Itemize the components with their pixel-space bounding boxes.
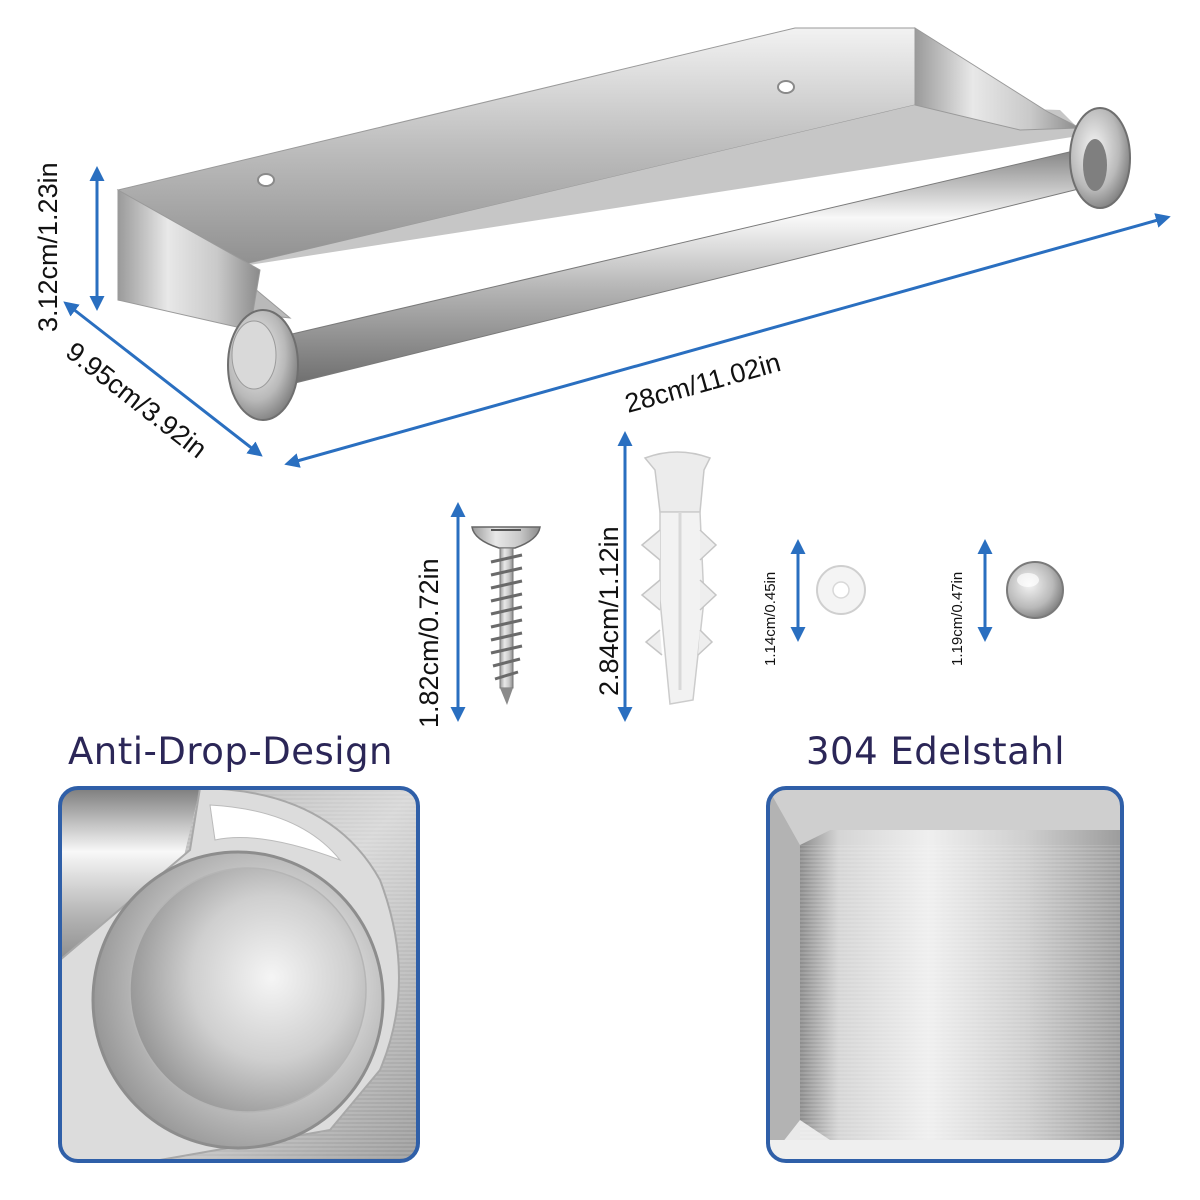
steel-caption: 304 Edelstahl <box>806 730 1065 773</box>
length-arrow <box>284 213 1171 468</box>
edelstahl-frame <box>766 786 1124 1163</box>
mounting-hole <box>257 173 275 187</box>
decorative-cap <box>1006 561 1064 619</box>
mounting-hole <box>777 80 795 94</box>
washer <box>816 565 866 615</box>
anti-drop-caption: Anti-Drop-Design <box>68 730 394 773</box>
anti-drop-frame <box>58 786 420 1163</box>
anti-drop-closeup <box>60 788 418 1161</box>
anchor-dimension: 2.84cm/1.12in <box>594 526 624 696</box>
stainless-steel-closeup <box>768 788 1122 1161</box>
screw-dimension: 1.82cm/0.72in <box>414 558 444 728</box>
washer-dimension: 1.14cm/0.45in <box>762 572 779 666</box>
depth-arrow <box>63 301 263 457</box>
length-dimension: 28cm/11.02in <box>622 347 784 419</box>
cap-dimension: 1.19cm/0.47in <box>949 572 966 666</box>
height-dimension: 3.12cm/1.23in <box>33 162 63 332</box>
paper-towel-holder <box>116 27 1131 421</box>
wall-anchor <box>640 451 718 705</box>
screw <box>471 526 541 705</box>
